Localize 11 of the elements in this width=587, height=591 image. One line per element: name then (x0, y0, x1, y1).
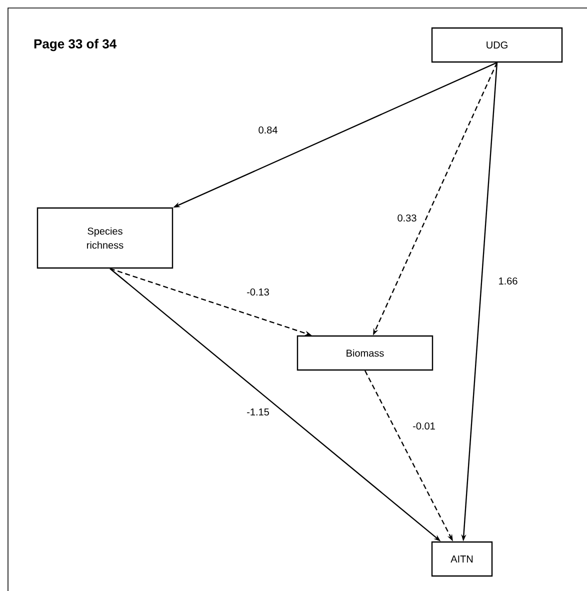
path-coefficient: -0.01 (412, 421, 436, 431)
path-coefficient: 0.84 (257, 125, 279, 135)
path-coefficient: 0.33 (396, 213, 418, 223)
variable-box: Biomass (296, 335, 434, 371)
variable-box: AITN (431, 541, 493, 577)
path-coefficient: -1.15 (246, 408, 270, 416)
path-coefficient: 1.66 (497, 276, 519, 286)
variable-box: Species richness (36, 207, 174, 269)
variable-box: UDG (431, 27, 563, 63)
page-header: Page 33 of 34 (34, 38, 117, 52)
path-coefficient: -0.13 (246, 287, 270, 297)
